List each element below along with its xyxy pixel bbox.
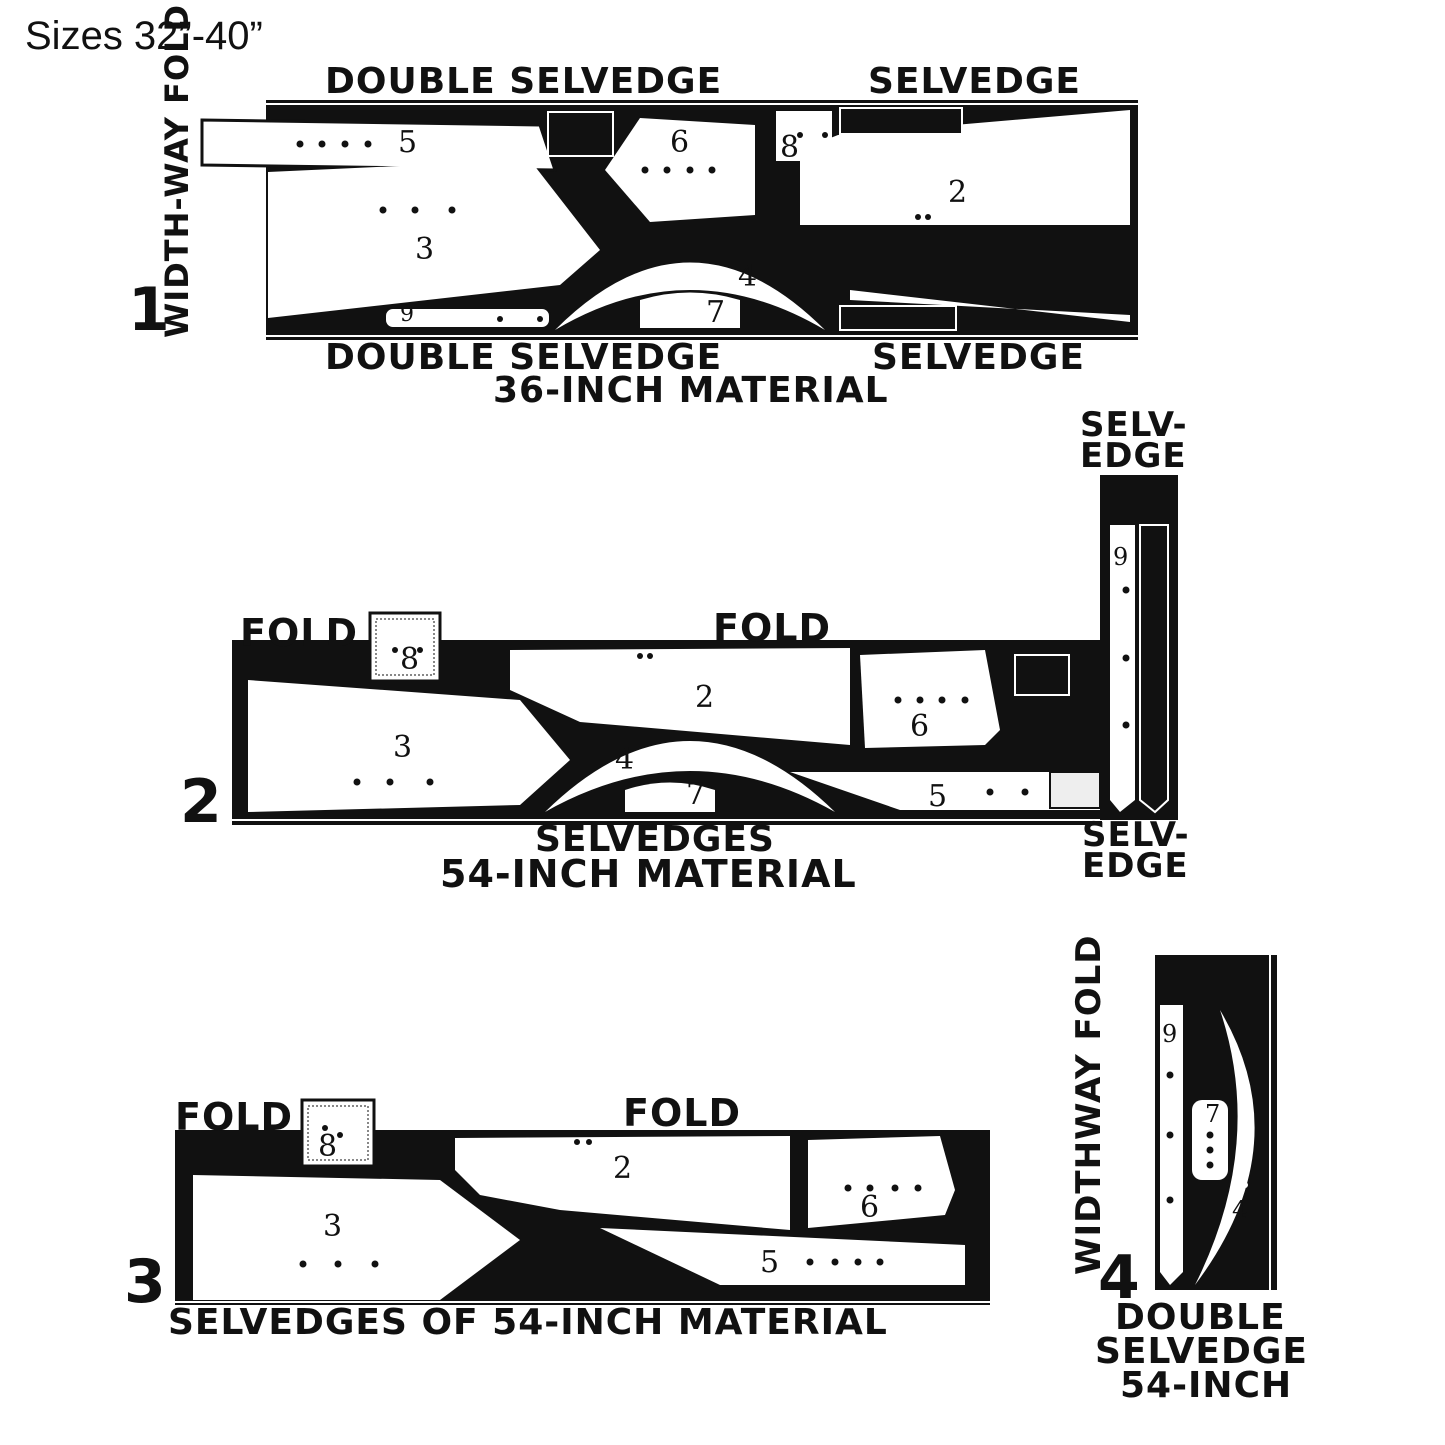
layout-1-piece-2-label: 2 [948,175,968,210]
layout-3-piece-3 [193,1175,520,1300]
layout-2-piece-5-label: 5 [928,779,948,814]
layout-2-selvedge-top: SELV-EDGE [1080,405,1188,476]
layout-1-piece-9 [384,307,551,329]
layout-4-bottom-label-1: DOUBLE [1115,1297,1286,1338]
layout-2-piece-9-label: 9 [1113,543,1129,571]
layout-3-piece-6 [808,1136,955,1228]
layout-4-piece-9 [1160,1005,1183,1285]
layout-3-drawing [175,1098,990,1305]
layout-2-fold-center: FOLD [713,606,832,650]
layout-1-piece-6 [605,118,755,222]
layout-1-piece-5-label: 5 [398,125,418,160]
layout-3-piece-5-label: 5 [760,1245,780,1280]
layout-2-bottom-label: SELVEDGES [535,819,775,860]
layout-3-piece-2-label: 2 [613,1151,633,1186]
layout-2-piece-7 [625,782,715,812]
layout-3-bottom-label: SELVEDGES OF 54-INCH MATERIAL [168,1302,888,1343]
layout-3-piece-2 [455,1136,790,1230]
layout-1-bottom-label-right: SELVEDGE [872,337,1085,378]
layout-2-piece-2 [510,648,850,745]
layout-1-top-label: DOUBLE SELVEDGE [325,61,723,102]
layout-2-piece-5 [790,772,1100,810]
layout-4-piece-7 [1192,1100,1228,1180]
layout-4-piece-4 [1195,1010,1255,1285]
layout-1-drawing [200,100,1138,340]
layout-2-fold-left: FOLD [240,611,359,655]
layout-2-piece-9 [1110,525,1135,812]
layout-1-piece-5 [200,118,558,172]
layout-2-piece-7-label: 7 [686,777,706,812]
layout-2-piece-4-label: 4 [615,742,635,777]
layout-1-piece-3-label: 3 [415,232,435,267]
layout-4-piece-7-label: 7 [1205,1100,1221,1128]
layout-1-bottom-label: DOUBLE SELVEDGE [325,337,723,378]
layout-2-piece-6-label: 6 [910,709,930,744]
layout-2-number: 2 [180,767,222,837]
page-title: Sizes 32”-40” [25,14,263,58]
layout-2-piece-3-label: 3 [393,730,413,765]
layout-3-number: 3 [124,1247,166,1317]
layout-1-piece-3 [268,160,600,318]
layout-1-small-square [547,111,614,157]
layout-3-piece-3-label: 3 [323,1209,343,1244]
layout-3-piece-8-label: 8 [318,1129,338,1164]
layout-4-number: 4 [1098,1243,1140,1313]
layout-3-fold-center: FOLD [623,1091,742,1135]
layout-2-piece-2-label: 2 [695,680,715,715]
layout-4-bottom-label-3: 54-INCH [1120,1365,1293,1406]
layout-4-drawing [1155,955,1277,1290]
layout-1-piece-2 [800,110,1130,225]
layout-1-piece-7-label: 7 [706,295,726,330]
layout-1-side-label: WIDTH-WAY FOLD [158,3,196,338]
layout-4-bottom-label-2: SELVEDGE [1095,1331,1308,1372]
layout-4-piece-9-label: 9 [1162,1020,1178,1048]
layout-4-piece-4-label: 4 [1232,1196,1248,1224]
layout-1-piece-8-label: 8 [780,130,800,165]
layout-3-piece-6-label: 6 [860,1190,880,1225]
layout-1-piece-7 [640,292,740,328]
layout-4-side-label: WIDTHWAY FOLD [1069,934,1109,1275]
layout-1-piece-6-label: 6 [670,125,690,160]
layout-2-material: 54-INCH MATERIAL [440,852,857,896]
layout-2-selvedge-bottom: SELV-EDGE [1082,815,1190,886]
layout-1-number: 1 [128,275,170,345]
layout-1-piece-9-label: 9 [400,302,414,327]
layout-2-piece-6 [860,650,1000,748]
layout-2-piece-3 [248,680,570,812]
layout-1-top-label-right: SELVEDGE [868,61,1081,102]
layout-2-drawing [232,475,1178,825]
layout-3-piece-5 [600,1228,965,1285]
layout-3-fold-left: FOLD [175,1095,294,1139]
layout-2-piece-8 [368,611,442,683]
layout-1-material: 36-INCH MATERIAL [493,370,889,411]
layout-1-piece-4 [555,262,825,330]
layout-2-piece-8-label: 8 [400,642,420,677]
layout-1-piece-4-label: 4 [738,259,758,294]
layout-2-piece-4 [545,741,835,812]
